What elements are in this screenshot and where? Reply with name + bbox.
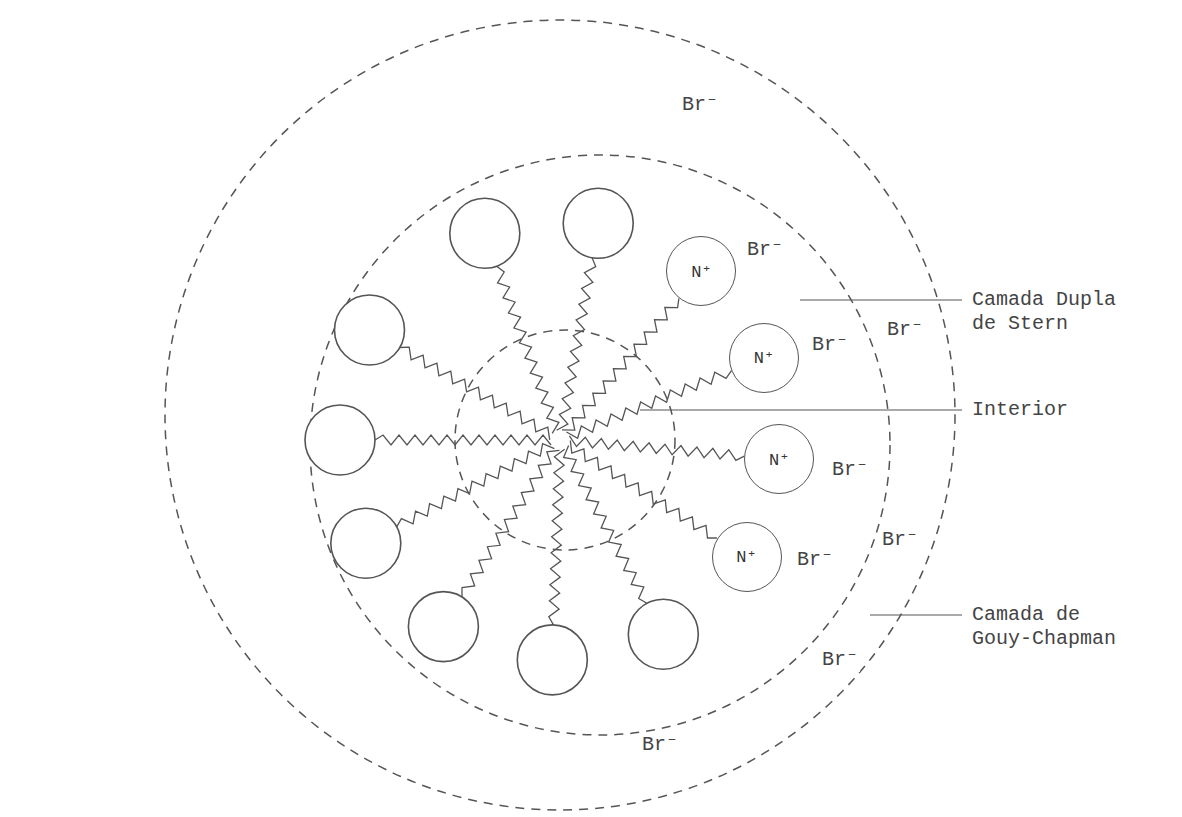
polar-head — [331, 508, 401, 578]
alkyl-chain — [497, 266, 559, 433]
polar-head — [408, 592, 478, 662]
gouy-chapman-boundary — [165, 20, 955, 810]
counter-ion: Br⁻ — [880, 528, 920, 552]
stern-boundary — [310, 155, 890, 735]
leader-line — [870, 614, 962, 615]
alkyl-chain — [570, 441, 717, 539]
ion-charge: N⁺ — [736, 546, 756, 567]
alkyl-chain — [397, 444, 555, 527]
alkyl-chain — [375, 435, 551, 445]
counter-ion: Br⁻ — [680, 93, 720, 117]
alkyl-chain — [569, 436, 744, 461]
leader-line — [800, 299, 962, 300]
alkyl-chain — [562, 298, 679, 430]
polar-head — [563, 188, 633, 258]
counter-ion: Br⁻ — [830, 458, 870, 482]
ammonium-head: N⁺ — [712, 522, 782, 592]
counter-ion: Br⁻ — [885, 318, 925, 342]
polar-head — [335, 295, 405, 365]
ion-charge: N⁺ — [754, 347, 774, 368]
counter-ion: Br⁻ — [820, 648, 860, 672]
polar-head — [517, 625, 587, 695]
counter-ion: Br⁻ — [810, 333, 850, 357]
alkyl-chain — [557, 258, 596, 431]
core-boundary — [455, 330, 675, 550]
ammonium-head: N⁺ — [744, 424, 814, 494]
alkyl-chain — [549, 449, 565, 625]
layer-label: Camada de Gouy-Chapman — [972, 603, 1142, 651]
ion-charge: N⁺ — [691, 261, 711, 282]
polar-head — [628, 599, 698, 669]
counter-ion: Br⁻ — [795, 548, 835, 572]
ammonium-head: N⁺ — [666, 236, 736, 306]
alkyl-chain — [564, 446, 647, 604]
ion-charge: N⁺ — [769, 449, 789, 470]
alkyl-chain — [567, 371, 732, 439]
alkyl-chain — [462, 450, 560, 597]
polar-head — [450, 198, 520, 268]
polar-head — [305, 405, 375, 475]
ammonium-head: N⁺ — [729, 323, 799, 393]
counter-ion: Br⁻ — [640, 733, 680, 757]
counter-ion: Br⁻ — [745, 238, 785, 262]
leader-line — [640, 409, 962, 410]
layer-label: Camada Dupla de Stern — [972, 288, 1142, 336]
alkyl-chain — [400, 347, 550, 440]
layer-label: Interior — [972, 398, 1142, 422]
